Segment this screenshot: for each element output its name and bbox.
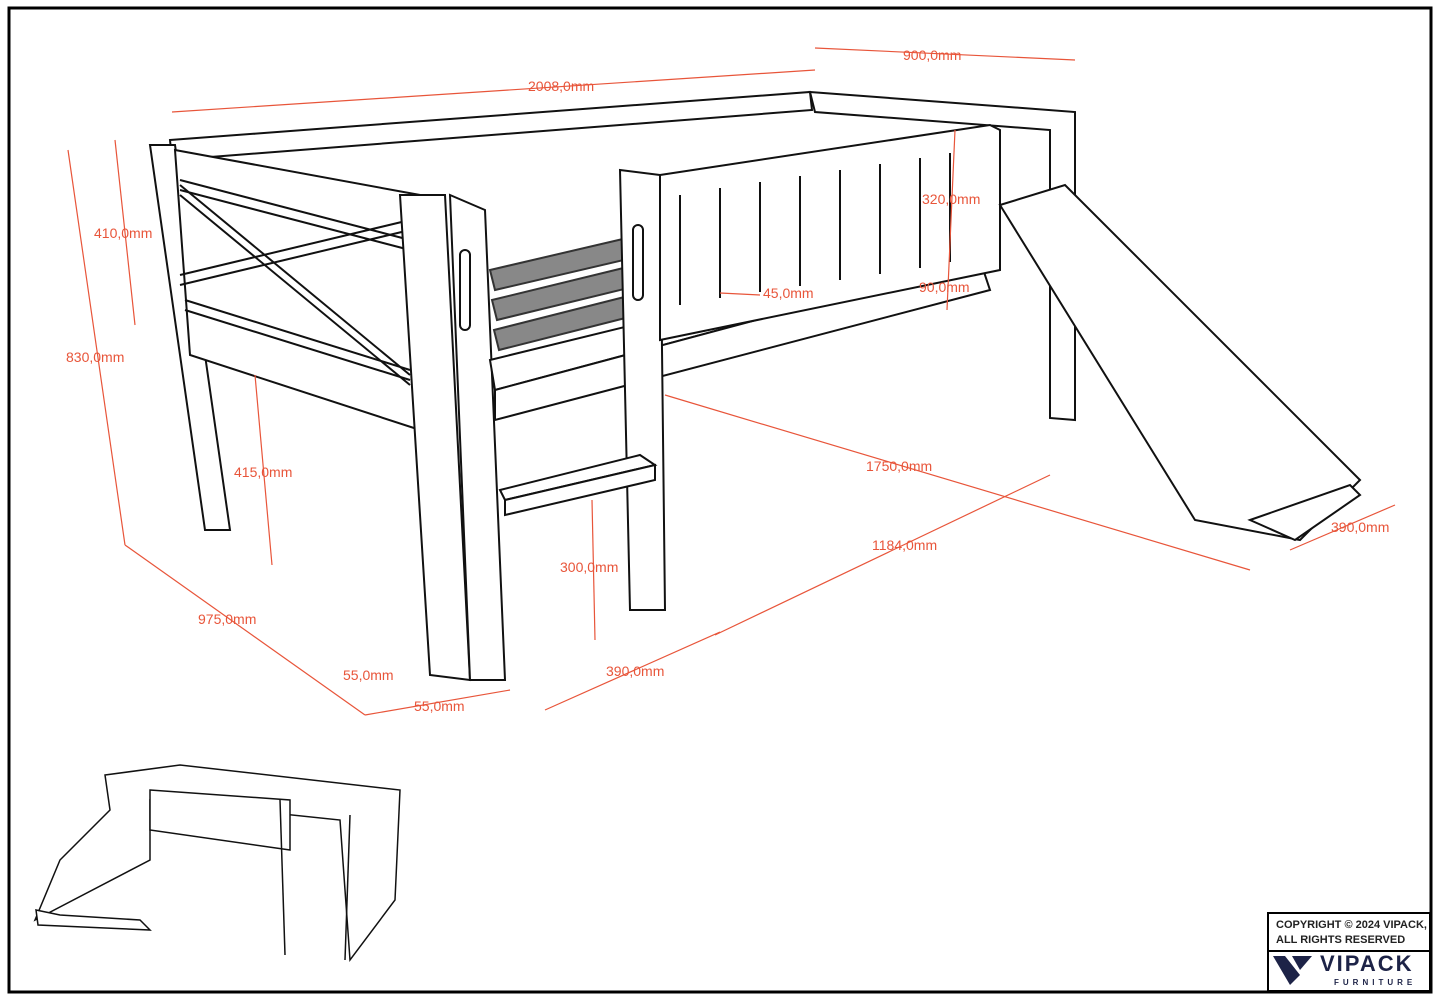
dim-slide-width: 390,0mm bbox=[1331, 519, 1389, 535]
copyright-line2: ALL RIGHTS RESERVED bbox=[1276, 934, 1406, 946]
dim-post-a: 55,0mm bbox=[343, 667, 394, 683]
dim-length: 2008,0mm bbox=[528, 78, 594, 94]
dim-ladder-offset: 1184,0mm bbox=[872, 537, 937, 553]
copyright-text: COPYRIGHT © 2024 VIPACK, ALL RIGHTS RESE… bbox=[1276, 918, 1427, 948]
dim-slide-length: 1750,0mm bbox=[866, 458, 932, 474]
dimension-labels: 2008,0mm 900,0mm 410,0mm 830,0mm 320,0mm… bbox=[66, 47, 1389, 714]
dim-rail-height: 410,0mm bbox=[94, 225, 152, 241]
dim-rail-bottom: 90,0mm bbox=[919, 279, 970, 295]
dim-total-height: 830,0mm bbox=[66, 349, 124, 365]
dim-ladder-width: 390,0mm bbox=[606, 663, 664, 679]
brand-name: VIPACK bbox=[1320, 951, 1414, 976]
dim-width-top: 900,0mm bbox=[903, 47, 961, 63]
dim-floor-clearance: 415,0mm bbox=[234, 464, 292, 480]
copyright-box bbox=[1267, 912, 1431, 992]
dim-post-b: 55,0mm bbox=[414, 698, 465, 714]
sheet-border bbox=[7, 6, 1433, 994]
dim-depth: 975,0mm bbox=[198, 611, 256, 627]
copyright-line1: COPYRIGHT © 2024 VIPACK, bbox=[1276, 919, 1427, 931]
dim-step-height: 300,0mm bbox=[560, 559, 618, 575]
dimension-lines bbox=[67, 47, 1396, 716]
brand-subtitle: FURNITURE bbox=[1334, 978, 1417, 987]
dim-slat-gap: 45,0mm bbox=[763, 285, 814, 301]
bed-drawing bbox=[33, 90, 1362, 963]
vipack-logo-icon bbox=[1273, 956, 1312, 985]
dim-guard-height: 320,0mm bbox=[922, 191, 980, 207]
